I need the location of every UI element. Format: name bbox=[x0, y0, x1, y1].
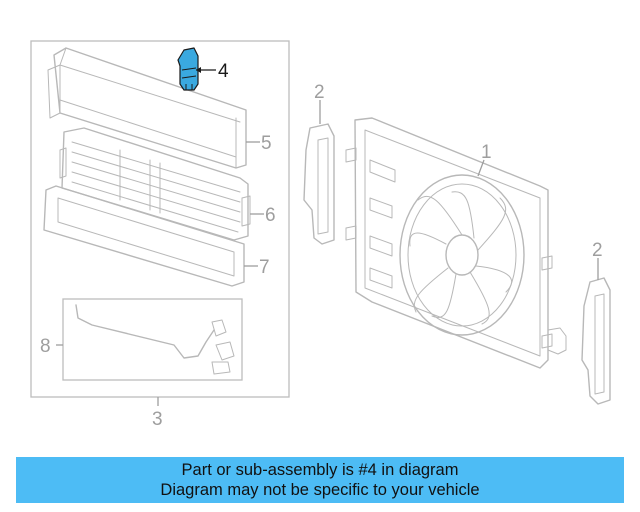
part-1-fan-assembly[interactable] bbox=[345, 117, 567, 369]
callout-2-left: 2 bbox=[314, 82, 325, 103]
callout-1: 1 bbox=[481, 142, 492, 163]
callout-7: 7 bbox=[259, 257, 270, 278]
part-7-lower-seal[interactable] bbox=[43, 185, 245, 287]
info-banner: Part or sub-assembly is #4 in diagram Di… bbox=[16, 457, 624, 503]
callout-2-right: 2 bbox=[592, 240, 603, 261]
banner-line-2: Diagram may not be specific to your vehi… bbox=[160, 481, 480, 499]
callout-3: 3 bbox=[152, 409, 163, 430]
callout-8: 8 bbox=[40, 336, 51, 357]
part-5-deflector[interactable] bbox=[47, 47, 247, 169]
callout-5: 5 bbox=[261, 133, 272, 154]
part-2-left-bracket[interactable] bbox=[303, 123, 335, 245]
parts-diagram: 4 5 6 7 8 3 1 2 2 bbox=[30, 40, 611, 430]
assembly-frame bbox=[30, 40, 290, 398]
part-8-harness[interactable] bbox=[62, 298, 243, 381]
leader-1 bbox=[477, 159, 485, 177]
callout-6: 6 bbox=[265, 205, 276, 226]
banner-line-1: Part or sub-assembly is #4 in diagram bbox=[181, 461, 459, 479]
part-6-shutter[interactable] bbox=[59, 127, 251, 241]
part-2-right-bracket[interactable] bbox=[581, 277, 611, 405]
leader-4-arrow bbox=[196, 67, 201, 73]
part-4-sensor[interactable] bbox=[177, 47, 199, 91]
callout-4: 4 bbox=[218, 61, 229, 82]
